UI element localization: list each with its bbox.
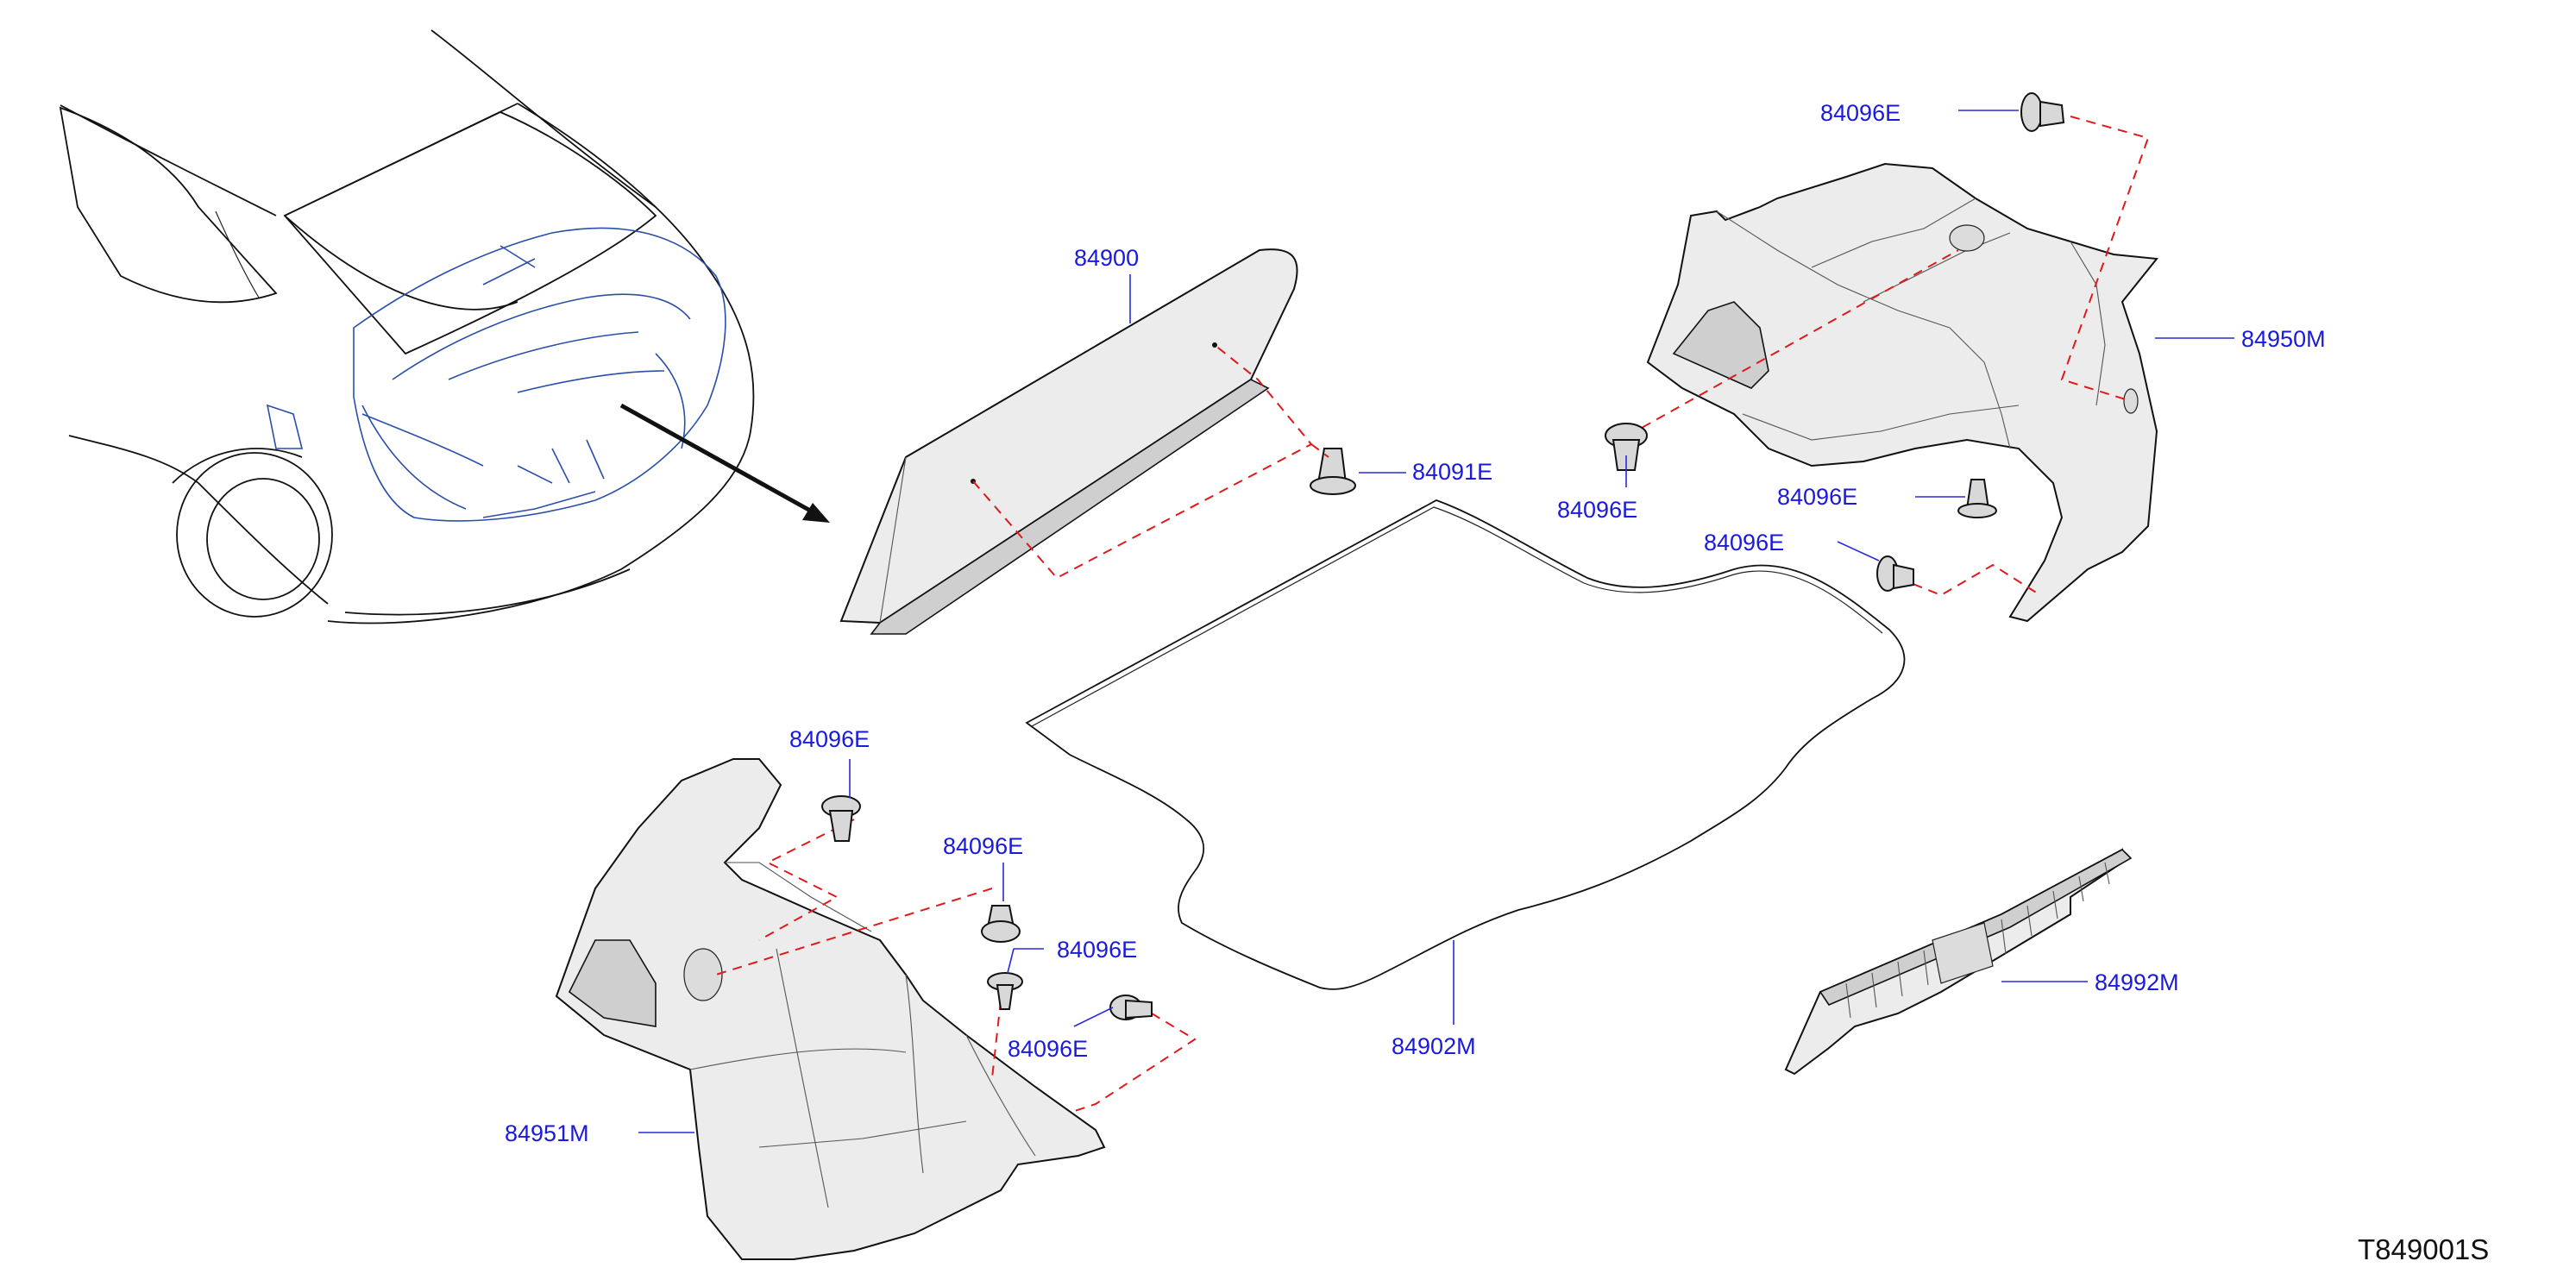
callout-84096e-top-right[interactable]: 84096E xyxy=(1820,100,1901,126)
clip-right-c-part xyxy=(1876,555,1914,592)
callout-84992m[interactable]: 84992M xyxy=(2095,969,2179,995)
callout-84900[interactable]: 84900 xyxy=(1074,245,1139,271)
vehicle-overview xyxy=(59,29,830,624)
floor-mat xyxy=(1025,499,1906,990)
callout-84951m[interactable]: 84951M xyxy=(505,1120,589,1146)
clip-right-b-part xyxy=(1957,479,1997,518)
lh-side-trim xyxy=(555,758,1197,1260)
callout-84950m[interactable]: 84950M xyxy=(2241,326,2326,352)
callout-84096e-right-c[interactable]: 84096E xyxy=(1704,530,1784,555)
clip-top-right-part xyxy=(2020,92,2065,132)
callout-84091e[interactable]: 84091E xyxy=(1412,459,1492,485)
callout-84096e-left-b[interactable]: 84096E xyxy=(943,833,1023,859)
callout-labels: 84900 84091E 84096E 84950M 84096E 84096E… xyxy=(505,100,2326,1146)
parcel-shelf xyxy=(839,248,1313,635)
clip-left-a-part xyxy=(821,795,861,842)
clip-left-c-part xyxy=(987,972,1023,1010)
callout-84096e-left-d[interactable]: 84096E xyxy=(1008,1036,1088,1062)
clip-left-d-part xyxy=(1109,995,1153,1020)
rh-side-trim xyxy=(1627,116,2158,623)
callout-84096e-right-b[interactable]: 84096E xyxy=(1777,484,1857,510)
callout-84902m[interactable]: 84902M xyxy=(1392,1033,1476,1059)
callout-84096e-left-a[interactable]: 84096E xyxy=(789,726,870,752)
clip-right-a-part xyxy=(1605,423,1648,471)
callout-84096e-left-c[interactable]: 84096E xyxy=(1057,937,1137,963)
callout-84096e-right-a[interactable]: 84096E xyxy=(1557,497,1637,523)
rear-plate xyxy=(1784,848,2133,1076)
clip-84091e-part xyxy=(1310,443,1356,495)
clip-left-b-part xyxy=(981,905,1021,943)
drawing-id: T849001S xyxy=(2358,1233,2489,1265)
leader-lines xyxy=(638,110,2234,1133)
